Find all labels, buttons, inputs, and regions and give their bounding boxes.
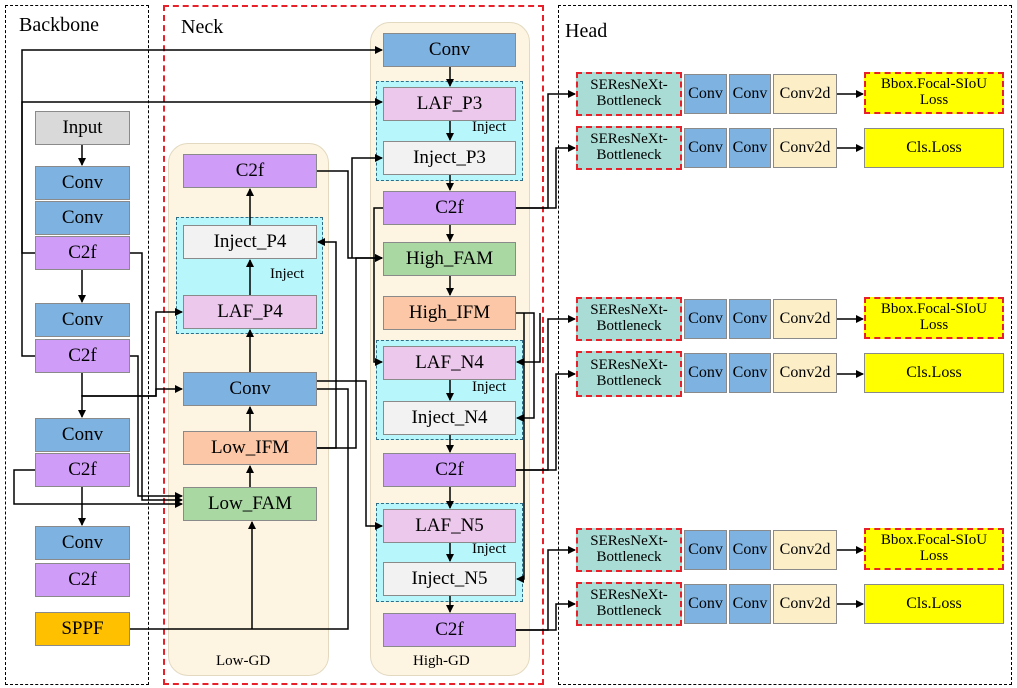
head-se-4: SEResNeXt-Bottleneck (576, 351, 682, 397)
head-conv-4b: Conv (729, 353, 771, 393)
backbone-c2f-4: C2f (35, 563, 130, 597)
head-conv-6a: Conv (684, 584, 727, 624)
neck-title: Neck (181, 16, 224, 38)
head-conv-2b: Conv (729, 128, 771, 168)
high-inject-n4: Inject_N4 (383, 401, 516, 435)
input-block: Input (35, 111, 130, 145)
head-se-3: SEResNeXt-Bottleneck (576, 297, 682, 341)
high-c2f-3: C2f (383, 613, 516, 647)
high-conv: Conv (383, 33, 516, 67)
backbone-conv-3: Conv (35, 303, 130, 337)
inject-tag-p4: Inject (270, 266, 305, 282)
backbone-conv-5: Conv (35, 526, 130, 560)
backbone-conv-1: Conv (35, 166, 130, 200)
backbone-title: Backbone (19, 14, 99, 36)
cls-loss-3: Cls.Loss (864, 584, 1004, 624)
low-laf-p4: LAF_P4 (183, 295, 317, 329)
backbone-conv-2: Conv (35, 201, 130, 235)
high-inject-n5: Inject_N5 (383, 562, 516, 596)
head-conv-6b: Conv (729, 584, 771, 624)
backbone-c2f-2: C2f (35, 339, 130, 373)
head-conv-1a: Conv (684, 74, 727, 114)
high-laf-n5: LAF_N5 (383, 509, 516, 543)
cls-loss-2: Cls.Loss (864, 353, 1004, 393)
high-c2f-1: C2f (383, 191, 516, 225)
head-conv2d-1: Conv2d (773, 74, 837, 114)
low-fam: Low_FAM (183, 487, 317, 521)
low-ifm: Low_IFM (183, 431, 317, 465)
head-conv-5a: Conv (684, 530, 727, 570)
inject-tag-p3: Inject (472, 119, 507, 135)
head-conv-3b: Conv (729, 299, 771, 339)
high-inject-p3: Inject_P3 (383, 141, 516, 175)
head-conv-4a: Conv (684, 353, 727, 393)
sppf-block: SPPF (35, 612, 130, 646)
cls-loss-1: Cls.Loss (864, 128, 1004, 168)
head-conv-3a: Conv (684, 299, 727, 339)
low-gd-label: Low-GD (216, 653, 271, 669)
high-c2f-2: C2f (383, 453, 516, 487)
low-inject-p4: Inject_P4 (183, 225, 317, 259)
head-conv-2a: Conv (684, 128, 727, 168)
low-c2f: C2f (183, 154, 317, 188)
head-conv2d-4: Conv2d (773, 353, 837, 393)
high-laf-n4: LAF_N4 (383, 346, 516, 380)
head-conv-1b: Conv (729, 74, 771, 114)
head-title: Head (565, 20, 608, 42)
high-gd-label: High-GD (413, 653, 470, 669)
head-conv2d-2: Conv2d (773, 128, 837, 168)
high-ifm: High_IFM (383, 296, 516, 330)
high-laf-p3: LAF_P3 (383, 87, 516, 121)
head-se-5: SEResNeXt-Bottleneck (576, 528, 682, 572)
head-conv2d-3: Conv2d (773, 299, 837, 339)
head-se-6: SEResNeXt-Bottleneck (576, 582, 682, 626)
backbone-conv-4: Conv (35, 418, 130, 452)
backbone-c2f-3: C2f (35, 453, 130, 487)
high-fam: High_FAM (383, 242, 516, 276)
head-se-2: SEResNeXt-Bottleneck (576, 126, 682, 170)
head-se-1: SEResNeXt-Bottleneck (576, 72, 682, 116)
head-conv2d-6: Conv2d (773, 584, 837, 624)
head-conv2d-5: Conv2d (773, 530, 837, 570)
low-conv: Conv (183, 372, 317, 406)
head-conv-5b: Conv (729, 530, 771, 570)
inject-tag-n4: Inject (472, 379, 507, 395)
backbone-c2f-1: C2f (35, 236, 130, 270)
inject-tag-n5: Inject (472, 541, 507, 557)
